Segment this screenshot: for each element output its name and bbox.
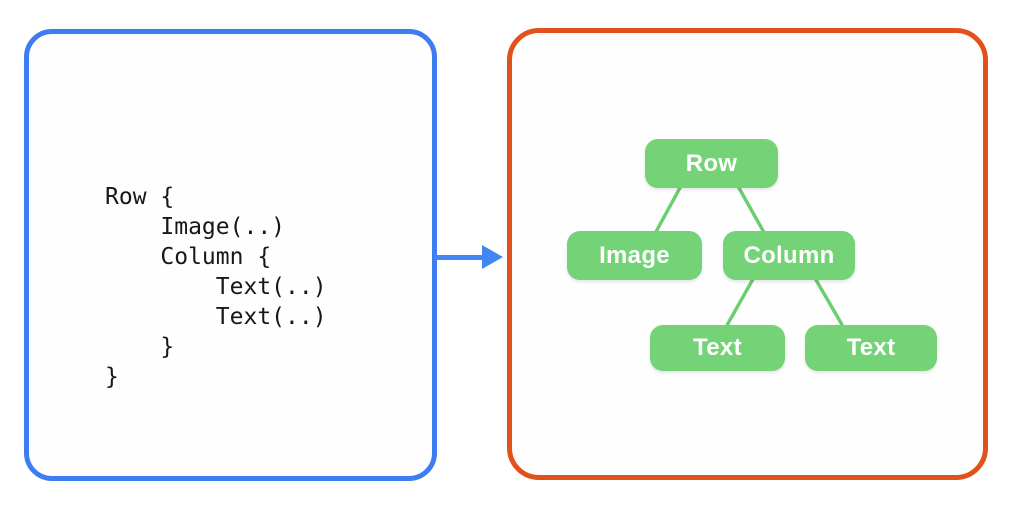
tree-node-image: Image: [567, 231, 702, 280]
tree-edge-row-image: [653, 177, 687, 236]
tree-edge-row-column: [732, 177, 767, 236]
code-block: Row { Image(..) Column { Text(..) Text(.…: [105, 184, 327, 390]
right-arrow-icon: [434, 245, 503, 269]
tree-node-text-left: Text: [650, 325, 785, 371]
tree-node-column: Column: [723, 231, 855, 280]
tree-node-text-right: Text: [805, 325, 937, 371]
code-panel: Row { Image(..) Column { Text(..) Text(.…: [24, 29, 437, 481]
tree-node-row: Row: [645, 139, 778, 188]
tree-panel: Row Image Column Text Text: [507, 28, 988, 480]
arrow-head: [482, 245, 503, 269]
arrow-shaft: [434, 255, 485, 260]
